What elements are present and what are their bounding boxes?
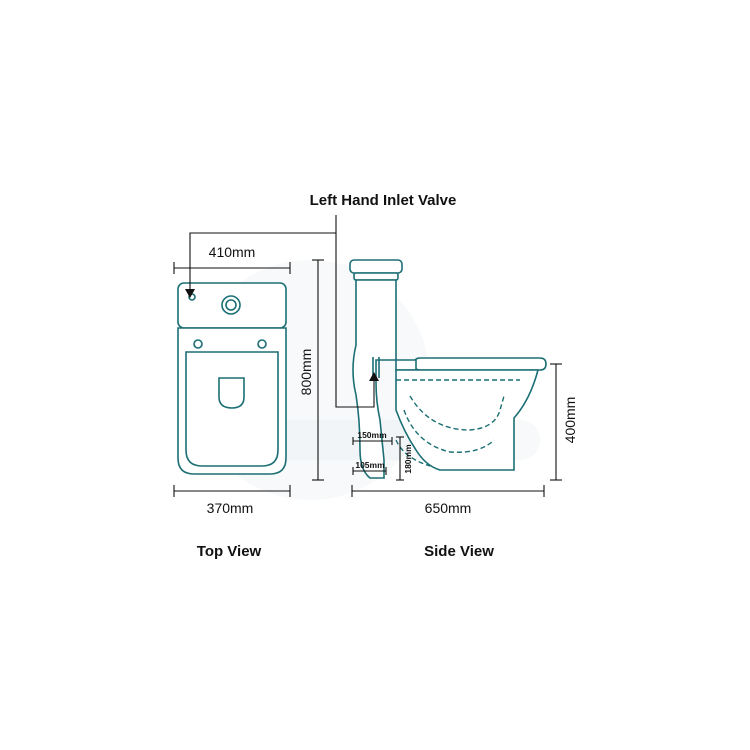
dimension-370: 370mm — [173, 485, 291, 516]
dimension-180: 180mm — [396, 436, 413, 481]
dimension-650: 650mm — [351, 485, 545, 516]
inlet-valve-label: Left Hand Inlet Valve — [310, 192, 457, 209]
seat-outline — [413, 357, 547, 371]
dimension-650-label: 650mm — [425, 500, 472, 516]
top-view-title: Top View — [197, 543, 262, 560]
dimension-400-label: 400mm — [562, 397, 578, 444]
dimension-180-label: 180mm — [403, 444, 413, 474]
dimension-400: 400mm — [550, 363, 578, 481]
cistern-lid-outline — [349, 259, 403, 274]
seat-hinge-left — [193, 339, 203, 349]
dimension-410-label: 410mm — [209, 244, 256, 260]
trap-dashed — [409, 395, 505, 431]
dimension-105: 105mm — [352, 460, 387, 475]
dimension-800: 800mm — [298, 259, 324, 481]
seat-hinge-right — [257, 339, 267, 349]
dimension-410: 410mm — [173, 244, 291, 274]
top-view-drawing — [177, 282, 287, 475]
dimension-105-label: 105mm — [355, 460, 385, 470]
dimension-150-label: 150mm — [357, 430, 387, 440]
side-view-title: Side View — [424, 543, 494, 560]
dimension-370-label: 370mm — [207, 500, 254, 516]
bowl-outlet-outline — [218, 377, 245, 409]
dimension-150: 150mm — [352, 430, 393, 445]
dimension-800-label: 800mm — [298, 349, 314, 396]
inlet-valve-callout: Left Hand Inlet Valve — [185, 192, 457, 408]
